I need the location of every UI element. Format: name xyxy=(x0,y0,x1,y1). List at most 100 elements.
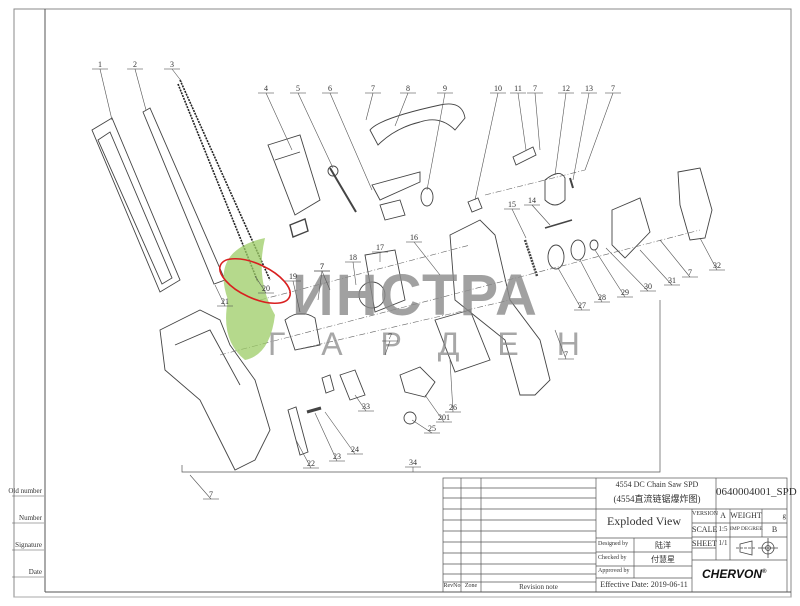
watermark-line1: ИНСТРА xyxy=(292,263,539,328)
callout-7: 7 xyxy=(382,332,398,356)
callout-leader xyxy=(584,92,614,171)
callout-label: 7 xyxy=(564,350,568,359)
chervon-logo: CHERVON® xyxy=(702,567,766,581)
part-grip xyxy=(371,171,421,221)
part-gear-housing xyxy=(611,197,651,259)
part-27 xyxy=(547,244,565,270)
callout-label: 8 xyxy=(406,84,410,93)
brand-mark: ® xyxy=(762,569,767,575)
callout-12: 12 xyxy=(554,84,574,176)
watermark-logo: ИНСТРА ГАРДЕН xyxy=(223,238,618,362)
callout-label: 29 xyxy=(621,288,629,297)
callout-7: 7 xyxy=(554,329,574,360)
scale-label: SCALE xyxy=(692,525,718,534)
callout-17: 17 xyxy=(372,243,388,262)
callout-label: 14 xyxy=(528,196,536,205)
callout-leader xyxy=(572,92,590,181)
callout-label: 12 xyxy=(562,84,570,93)
scale-value: 1:5 xyxy=(718,525,728,533)
callout-9: 9 xyxy=(426,84,453,191)
callout-25: 25 xyxy=(411,419,440,434)
brand-name: CHERVON xyxy=(702,567,763,581)
callout-leader xyxy=(659,239,691,278)
callout-7: 7 xyxy=(189,474,219,500)
callout-21: 21 xyxy=(214,284,233,307)
callout-29: 29 xyxy=(594,249,633,298)
callout-leader xyxy=(384,340,391,356)
callout-leader xyxy=(579,259,603,303)
revision-note-label: Revision note xyxy=(519,583,558,591)
callout-32: 32 xyxy=(699,237,725,271)
callout-label: 7 xyxy=(209,490,213,499)
part-spring-13 xyxy=(569,177,574,189)
callout-leader xyxy=(265,92,293,151)
part-end-cover xyxy=(677,167,713,241)
callout-label: 11 xyxy=(514,84,522,93)
weight-label: WEIGHT xyxy=(730,511,762,520)
callout-label: 4 xyxy=(264,84,268,93)
callout-leader xyxy=(594,249,626,298)
callout-34: 34 xyxy=(405,458,421,472)
callout-201: 201 xyxy=(424,394,452,423)
callout-label: 24 xyxy=(351,445,359,454)
callout-label: 25 xyxy=(428,424,436,433)
callout-13: 13 xyxy=(572,84,597,181)
callout-leader xyxy=(189,474,212,500)
approved-by-label: Approved by xyxy=(598,568,630,574)
assembly-bracket-34 xyxy=(181,300,661,473)
part-25 xyxy=(403,411,417,425)
callout-leader xyxy=(699,237,718,271)
imp-degree-value: B xyxy=(771,525,778,534)
callout-label: 2 xyxy=(133,60,137,69)
projection-symbol-icon xyxy=(736,538,778,558)
part-sprocket xyxy=(512,146,537,166)
callout-leader xyxy=(134,68,147,111)
callout-label: 5 xyxy=(296,84,300,93)
part-33 xyxy=(321,369,366,401)
weight-unit: g xyxy=(782,512,787,520)
callout-leader xyxy=(557,267,583,311)
callout-leader xyxy=(605,247,649,292)
callout-33: 33 xyxy=(354,394,374,412)
callout-label: 28 xyxy=(598,293,606,302)
callout-leader xyxy=(297,92,334,169)
part-shaft xyxy=(329,167,357,213)
callout-label: 201 xyxy=(438,413,450,422)
callout-label: 7 xyxy=(371,84,375,93)
callout-leader xyxy=(214,284,226,307)
title-en: 4554 DC Chain Saw SPD xyxy=(615,480,699,489)
callout-label: 17 xyxy=(376,243,384,252)
callout-7: 7 xyxy=(659,239,698,278)
callout-23: 23 xyxy=(314,412,345,462)
callout-1: 1 xyxy=(92,60,113,121)
callout-label: 15 xyxy=(508,200,516,209)
callout-label: 7 xyxy=(320,262,324,271)
callout-leader xyxy=(554,329,567,360)
callout-leader xyxy=(324,411,356,455)
checked-by-value: 付慧星 xyxy=(651,555,675,564)
part-28 xyxy=(570,239,586,261)
callout-4: 4 xyxy=(258,84,293,151)
callout-label: 19 xyxy=(289,272,297,281)
callout-20: 20 xyxy=(254,275,274,294)
callout-leader xyxy=(424,394,445,423)
callout-leader xyxy=(365,92,374,121)
watermark-line2: ГАРДЕН xyxy=(268,326,618,362)
callout-label: 26 xyxy=(449,403,457,412)
centerline xyxy=(219,229,701,356)
callout-18: 18 xyxy=(345,253,361,286)
callout-30: 30 xyxy=(605,247,656,292)
callout-leader xyxy=(292,280,301,313)
designed-by-value: 陆洋 xyxy=(655,541,671,550)
callout-8: 8 xyxy=(394,84,416,127)
effective-date: Effective Date: 2019-06-11 xyxy=(600,580,688,589)
callout-6: 6 xyxy=(322,84,373,191)
version-label: VERSION xyxy=(692,511,719,517)
sheet-label: SHEET xyxy=(692,539,717,548)
callout-label: 10 xyxy=(494,84,502,93)
part-trigger xyxy=(287,406,309,456)
callout-label: 7 xyxy=(533,84,537,93)
watermark-leaf-icon xyxy=(223,238,275,360)
part-housing-right xyxy=(449,219,551,396)
